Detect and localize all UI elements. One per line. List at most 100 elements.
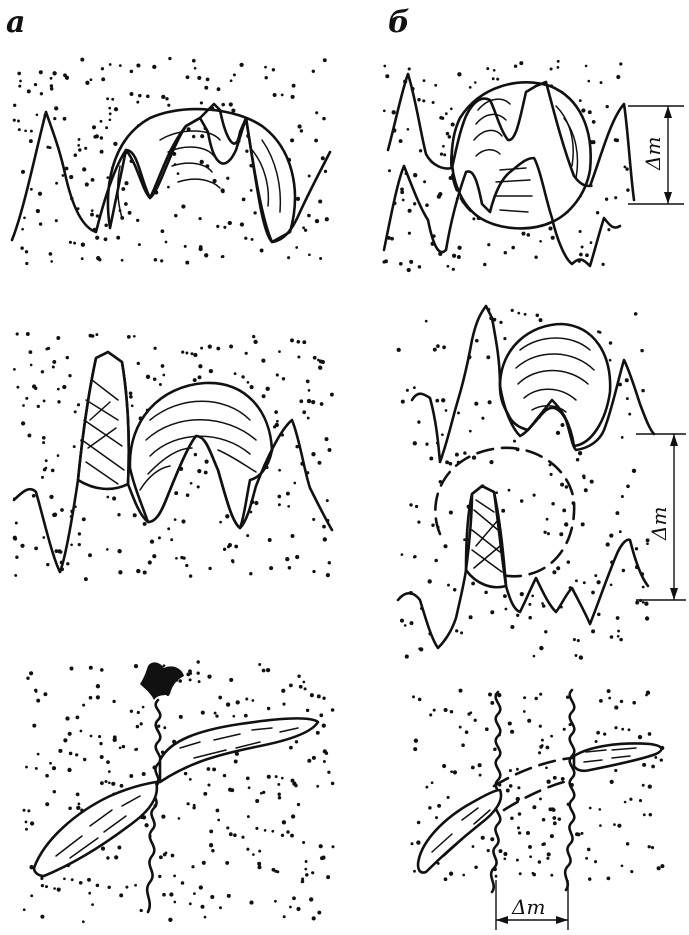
matrix-dot bbox=[642, 763, 646, 767]
matrix-dot bbox=[644, 602, 648, 606]
matrix-dot bbox=[173, 874, 176, 877]
matrix-dot bbox=[503, 857, 506, 860]
matrix-dot bbox=[197, 469, 201, 473]
matrix-dot bbox=[299, 399, 303, 403]
matrix-dot bbox=[68, 732, 72, 736]
matrix-dot bbox=[113, 735, 117, 739]
matrix-dot bbox=[619, 638, 623, 642]
matrix-dot bbox=[244, 714, 248, 718]
matrix-dot bbox=[161, 814, 165, 818]
matrix-dot bbox=[504, 608, 507, 611]
matrix-dot bbox=[179, 715, 183, 719]
matrix-dot bbox=[551, 236, 555, 240]
matrix-dot bbox=[584, 488, 588, 492]
matrix-dot bbox=[106, 548, 109, 551]
matrix-dot bbox=[510, 730, 514, 734]
matrix-dot bbox=[67, 768, 71, 772]
matrix-dot bbox=[74, 153, 78, 157]
matrix-dot bbox=[471, 582, 475, 586]
matrix-dot bbox=[579, 655, 583, 659]
matrix-dot bbox=[34, 387, 37, 390]
matrix-dot bbox=[78, 532, 81, 535]
matrix-dot bbox=[404, 624, 407, 627]
matrix-dot bbox=[281, 689, 285, 693]
matrix-dot bbox=[319, 257, 322, 260]
matrix-dot bbox=[488, 400, 492, 404]
matrix-dot bbox=[71, 878, 74, 881]
matrix-dot bbox=[429, 713, 432, 716]
matrix-dot bbox=[591, 591, 595, 595]
matrix-dot bbox=[539, 745, 543, 749]
matrix-dot bbox=[528, 616, 532, 620]
matrix-dot bbox=[307, 759, 311, 763]
matrix-dot bbox=[42, 436, 46, 440]
matrix-dot bbox=[467, 712, 470, 715]
matrix-dot bbox=[517, 312, 520, 315]
matrix-dot bbox=[18, 128, 21, 131]
matrix-dot bbox=[227, 894, 231, 898]
matrix-dot bbox=[419, 149, 422, 152]
matrix-dot bbox=[638, 735, 642, 739]
matrix-dot bbox=[109, 63, 112, 66]
matrix-dot bbox=[641, 389, 645, 393]
matrix-dot bbox=[189, 778, 192, 781]
matrix-dot bbox=[68, 807, 72, 811]
matrix-dot bbox=[290, 338, 294, 342]
matrix-dot bbox=[267, 707, 270, 710]
matrix-dot bbox=[88, 553, 92, 557]
matrix-dot bbox=[316, 785, 319, 788]
matrix-dot bbox=[45, 802, 49, 806]
matrix-dot bbox=[268, 538, 272, 542]
matrix-dot bbox=[215, 714, 218, 717]
matrix-dot bbox=[53, 790, 56, 793]
matrix-dot bbox=[199, 245, 203, 249]
matrix-dot bbox=[400, 619, 404, 623]
matrix-dot bbox=[312, 916, 316, 920]
matrix-dot bbox=[526, 233, 530, 237]
matrix-dot bbox=[40, 92, 43, 95]
matrix-dot bbox=[478, 763, 482, 767]
matrix-dot bbox=[260, 792, 263, 795]
matrix-dot bbox=[161, 229, 165, 233]
matrix-dot bbox=[52, 365, 55, 368]
matrix-dot bbox=[17, 120, 20, 123]
matrix-dot bbox=[307, 214, 311, 218]
matrix-dot bbox=[255, 799, 259, 803]
matrix-dot bbox=[423, 180, 426, 183]
matrix-dot bbox=[159, 855, 163, 859]
matrix-dot bbox=[517, 786, 520, 789]
matrix-dot bbox=[486, 355, 490, 359]
matrix-dot bbox=[34, 689, 37, 692]
matrix-dot bbox=[474, 719, 477, 722]
matrix-dot bbox=[23, 908, 26, 911]
matrix-dot bbox=[297, 124, 301, 128]
matrix-dot bbox=[445, 409, 448, 412]
matrix-dot bbox=[648, 845, 651, 848]
matrix-dot bbox=[186, 672, 190, 676]
matrix-dot bbox=[309, 897, 313, 901]
matrix-dot bbox=[181, 881, 185, 885]
matrix-dot bbox=[495, 875, 498, 878]
matrix-dot bbox=[127, 335, 131, 339]
matrix-dot bbox=[315, 111, 318, 114]
matrix-dot bbox=[223, 774, 226, 777]
matrix-dot bbox=[13, 119, 16, 122]
matrix-dot bbox=[41, 884, 44, 887]
matrix-dot bbox=[262, 791, 265, 794]
matrix-dot bbox=[117, 549, 121, 553]
matrix-dot bbox=[319, 844, 323, 848]
matrix-dot bbox=[90, 735, 93, 738]
matrix-dot bbox=[302, 841, 305, 844]
matrix-dot bbox=[47, 347, 50, 350]
matrix-dot bbox=[221, 255, 224, 258]
matrix-dot bbox=[174, 214, 178, 218]
matrix-dot bbox=[465, 730, 469, 734]
matrix-dot bbox=[325, 217, 329, 221]
matrix-dot bbox=[441, 433, 444, 436]
matrix-dot bbox=[527, 719, 531, 723]
matrix-dot bbox=[30, 130, 33, 133]
matrix-dot bbox=[304, 229, 307, 232]
matrix-dot bbox=[645, 616, 649, 620]
panel-a3 bbox=[34, 662, 318, 912]
matrix-dot bbox=[228, 221, 232, 225]
